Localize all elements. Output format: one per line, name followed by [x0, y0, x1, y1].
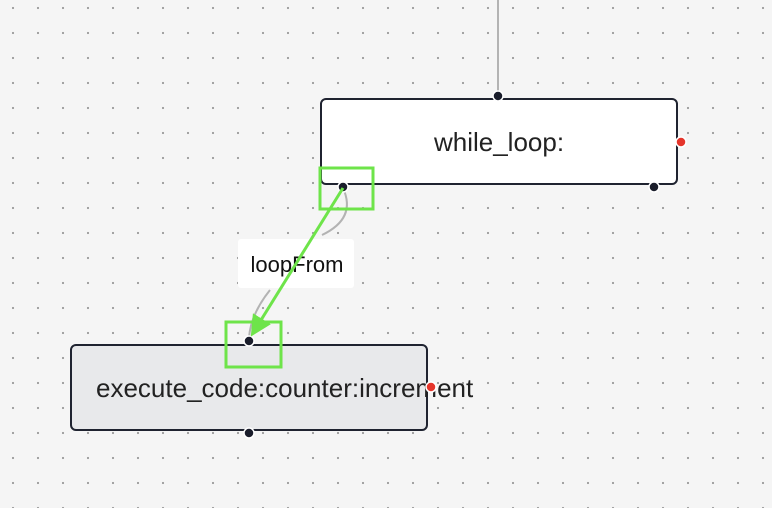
handle-while-loop-bottom-right[interactable] — [648, 181, 660, 193]
node-while-loop-label: while_loop: — [433, 127, 564, 157]
handle-while-loop-right-error[interactable] — [675, 136, 687, 148]
connection-arrow — [250, 187, 345, 337]
handle-execute-code-right-error[interactable] — [425, 381, 437, 393]
edge-loop-curve-upper[interactable] — [321, 187, 348, 236]
highlight-source-handle — [318, 166, 375, 211]
handle-execute-code-bottom[interactable] — [243, 427, 255, 439]
node-while-loop[interactable]: while_loop: — [320, 90, 687, 193]
handle-while-loop-top[interactable] — [492, 90, 504, 102]
node-execute-code-label: execute_code:counter:increment — [96, 373, 474, 403]
handle-execute-code-top[interactable] — [243, 335, 255, 347]
node-execute-code[interactable]: execute_code:counter:increment — [70, 335, 474, 439]
